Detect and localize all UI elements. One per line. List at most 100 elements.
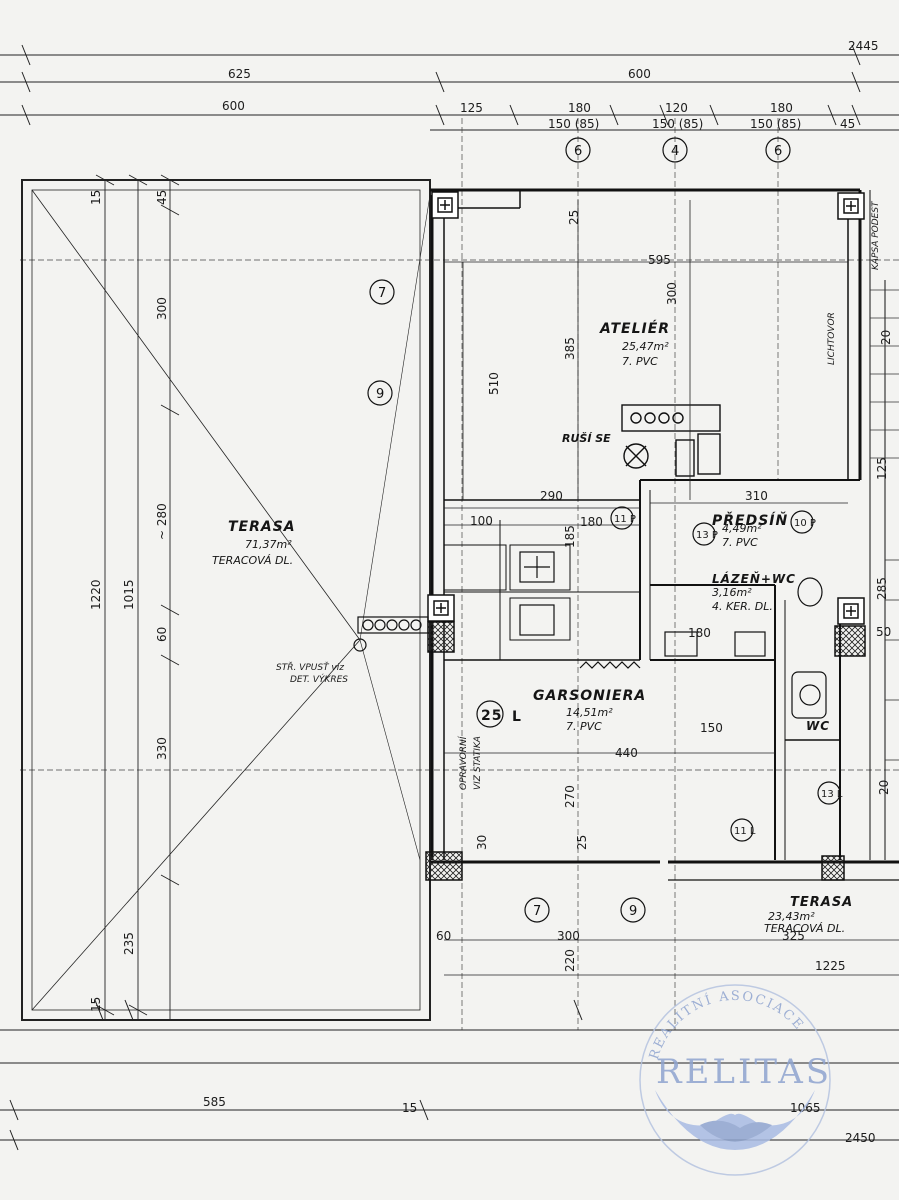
dim-left-330: 330 [155,737,169,760]
dim-50: 50 [876,625,891,639]
note-opravorni: OPRAVORNÍ [457,735,469,790]
dim-top-625: 625 [228,67,251,81]
axis-marker-6a: 6 [574,144,582,159]
room-terasa-left-area: 71,37m² [245,538,292,551]
room-garsoniera-name: GARSONIERA [533,688,646,704]
room-tag-11p: 11 P [614,514,636,525]
radiator [579,661,641,669]
stair-treads [870,289,899,761]
building-walls [430,188,899,881]
axis-marker-9a: 9 [376,387,384,402]
dim-overall-bottom: 2450 [845,1131,876,1145]
room-predsin-area: 4,49m² [722,522,762,535]
dim-left-300: 300 [155,297,169,320]
left-dimension-lines [95,174,180,1020]
dim-left-280: ~ 280 [155,503,169,540]
axis-marker-7b: 7 [533,904,541,919]
note-vpust: STŘ. VPUSŤ viz [276,661,344,673]
dim-300-atelier: 300 [665,282,679,305]
interior-dimension-lines [444,200,899,976]
watermark-arc-text: REALITNÍ ASOCIACE [647,989,807,1061]
note-kapsa-podest: KAPSA PODEST [871,200,881,270]
note-vpust-detail: DET. VÝKRES [290,673,348,685]
room-atelier-area: 25,47m² [622,340,669,353]
dim-left-1015: 1015 [122,579,136,610]
dim-top-150b: 150 (85) [652,117,703,131]
dim-bottom-15: 15 [402,1101,417,1115]
dim-1225: 1225 [815,959,846,973]
dim-220: 220 [563,949,577,972]
dim-left-15b: 15 [89,997,103,1012]
sanitary-fixtures [519,551,827,719]
room-tag-13l: 13 L [821,789,843,800]
room-terasa-right-name: TERASA [790,895,853,910]
relitas-watermark: REALITNÍ ASOCIACE RELITAS [639,984,832,1176]
axis-marker-4: 4 [671,144,679,159]
note-lichtovor: LICHTOVOR [827,312,837,365]
handshake-logo [655,1090,815,1150]
dim-top-600a: 600 [628,67,651,81]
room-lazen-area: 3,16m² [712,586,752,599]
room-atelier-name: ATELIÉR [599,320,670,337]
room-predsin-floor: 7. PVC [722,536,758,549]
watermark-name: RELITAS [656,1052,832,1092]
terrace-drain-channel [353,616,429,652]
room-terasa-right-area: 23,43m² [768,910,815,923]
dim-25-bottom: 25 [575,835,589,850]
room-wc-name: WC [806,719,830,733]
dim-top-45: 45 [840,117,855,131]
note-statika: VIZ STATIKA [473,736,483,790]
dim-185: 185 [563,525,577,548]
room-garsoniera-floor: 7. PVC [566,720,602,733]
dim-left-1220: 1220 [89,579,103,610]
dim-60-bottom: 60 [436,929,451,943]
room-lazen-name: LÁZEŇ+WC [712,571,796,586]
dim-top-125: 125 [460,101,483,115]
dim-180-bath: 180 [688,626,711,640]
dim-left-45: 45 [155,190,169,205]
dim-30: 30 [475,835,489,850]
room-tag-25: 25 [481,708,502,724]
dim-325: 325 [782,929,805,943]
dim-top-120: 120 [665,101,688,115]
room-tag-25-suffix: L [512,709,522,725]
room-tag-10p: 10 P [794,518,816,529]
dim-310: 310 [745,489,768,503]
dim-left-235: 235 [122,932,136,955]
dim-overall-top: 2445 [848,39,879,53]
dim-bottom-585: 585 [203,1095,226,1109]
room-lazen-floor: 4. KER. DL. [712,600,773,613]
room-atelier-floor: 7. PVC [622,355,658,368]
room-terasa-left-floor: TERACOVÁ DL. [212,554,293,567]
room-terasa-left-name: TERASA [228,519,296,535]
dim-595: 595 [648,253,671,267]
dim-top-600b: 600 [222,99,245,113]
dim-top-150c: 150 (85) [750,117,801,131]
dim-150: 150 [700,721,723,735]
dim-20-lower: 20 [877,780,891,795]
axis-marker-7a: 7 [378,286,386,301]
dim-25-top: 25 [567,210,581,225]
axis-markers [367,137,791,923]
room-tag-circles [476,506,841,842]
note-rusi-se: RUŠÍ SE [562,431,611,445]
dim-100: 100 [470,514,493,528]
dim-300-bottom: 300 [557,929,580,943]
dim-270: 270 [563,785,577,808]
terrace-left-outline [21,179,431,1021]
columns [425,191,866,881]
room-predsin-name: PŘEDSÍŇ [712,512,788,529]
axis-marker-9b: 9 [629,904,637,919]
dim-left-60: 60 [155,627,169,642]
furniture-unit [621,404,721,477]
dim-285: 285 [875,577,889,600]
dim-290: 290 [540,489,563,503]
axis-marker-6b: 6 [774,144,782,159]
dim-top-180a: 180 [568,101,591,115]
dim-left-15a: 15 [89,190,103,205]
dim-440: 440 [615,746,638,760]
dim-top-180b: 180 [770,101,793,115]
room-tag-13p: 13 P [696,530,718,541]
room-tag-11l: 11 L [734,826,756,837]
